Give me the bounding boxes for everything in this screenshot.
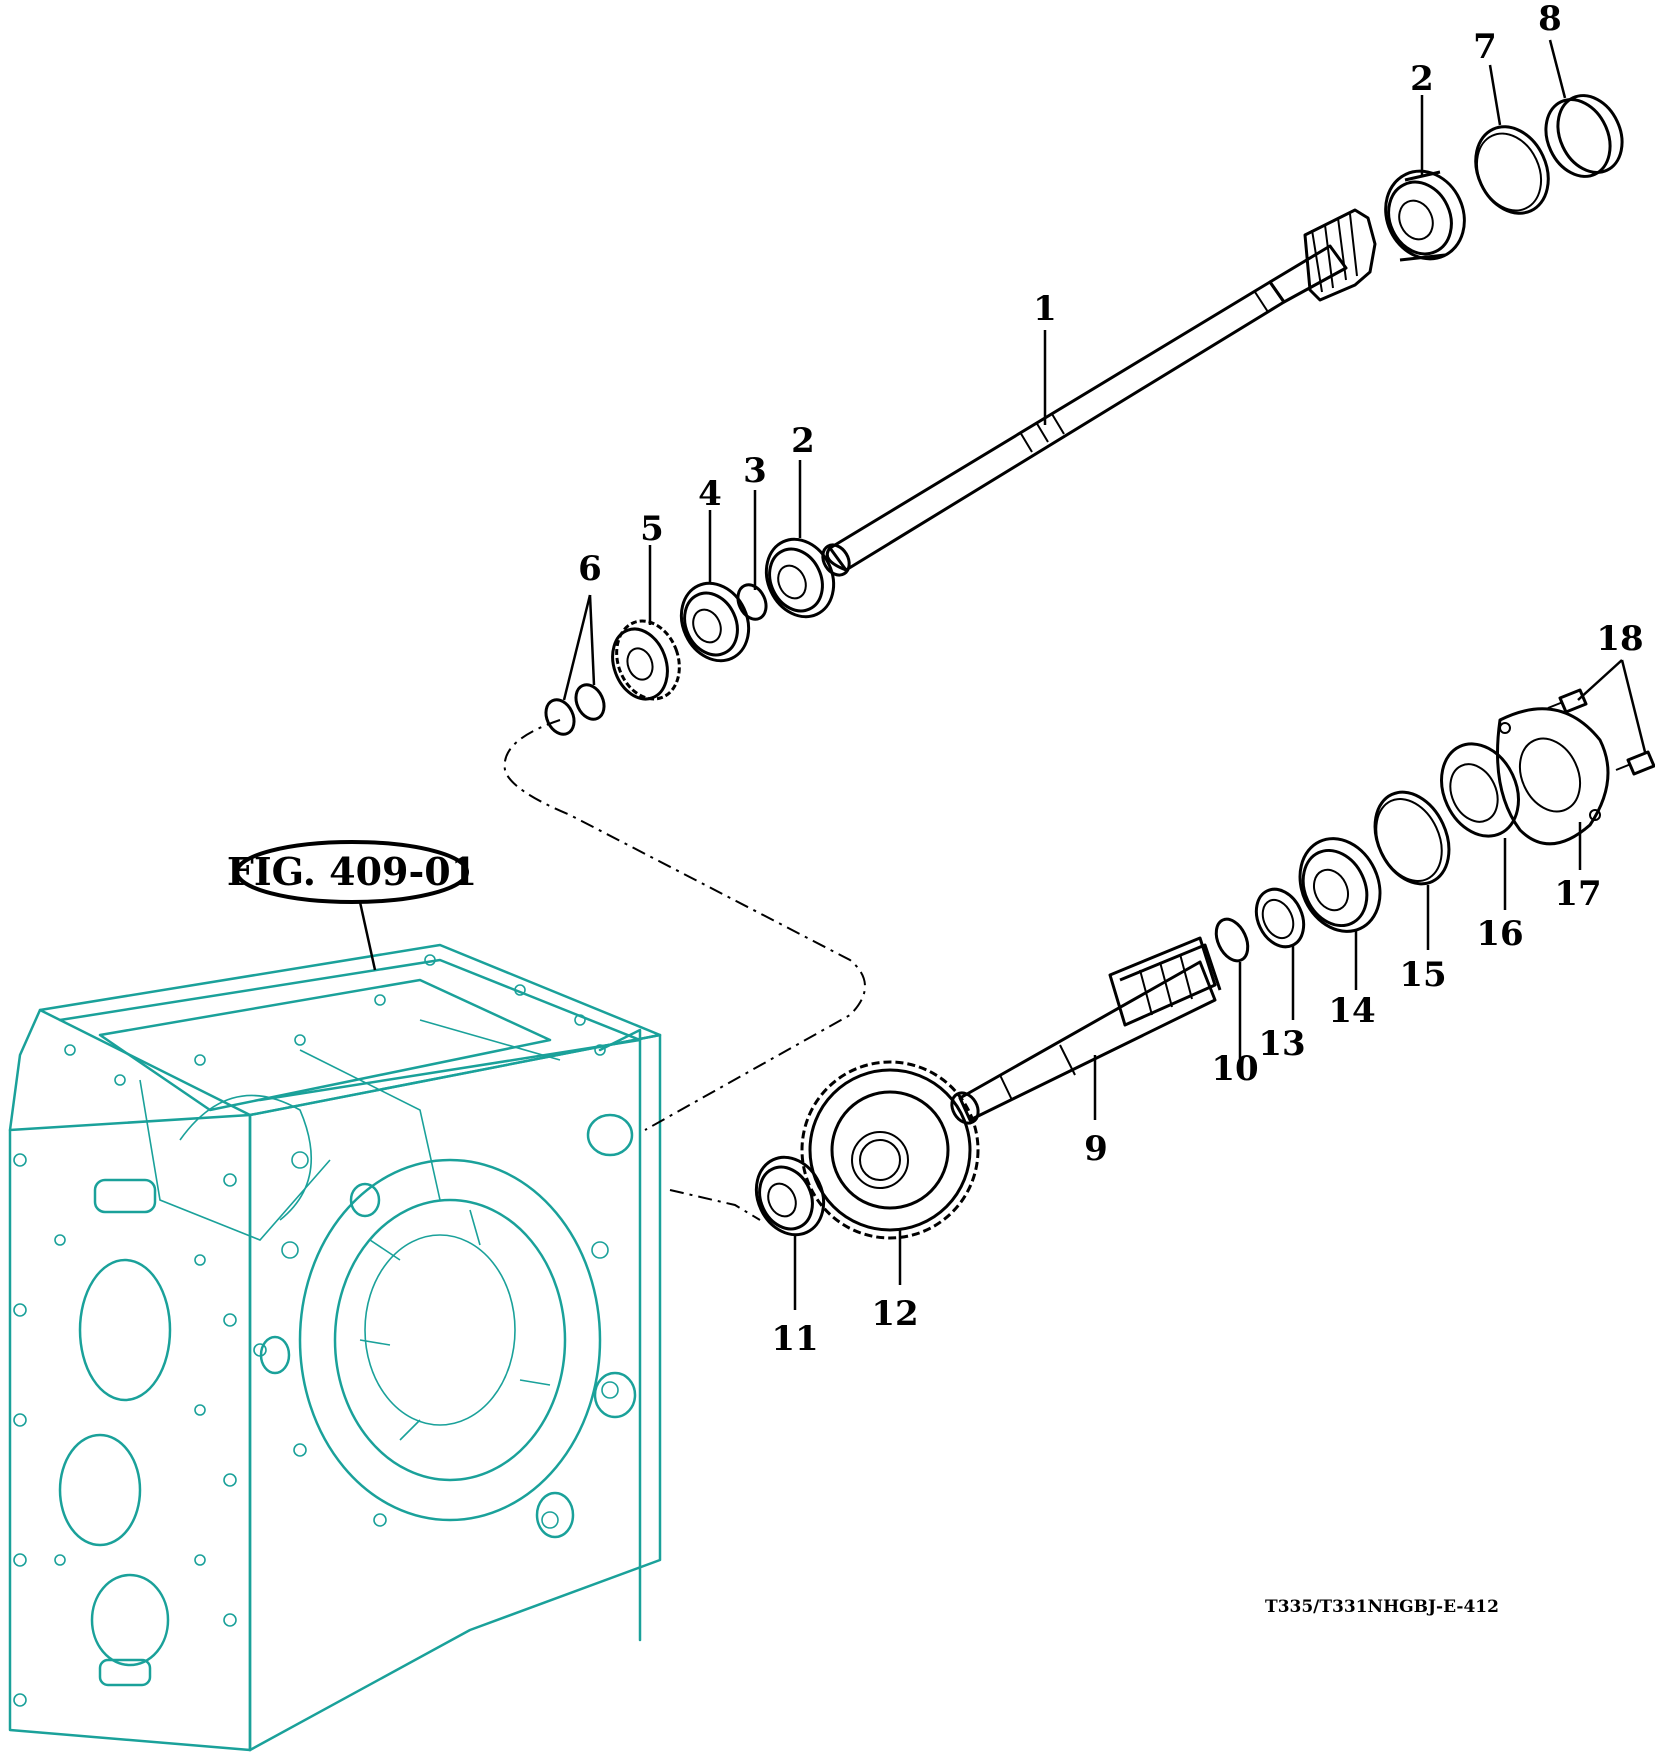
ring-10	[1214, 917, 1250, 963]
shaft-9	[950, 936, 1222, 1125]
bearing-14	[1298, 837, 1382, 933]
callout-9: 9	[1084, 1129, 1108, 1169]
cover-plate-17	[1496, 707, 1610, 846]
callout-8: 8	[1538, 0, 1562, 39]
assembly-path-upper	[503, 719, 866, 1131]
callout-3: 3	[743, 451, 767, 491]
callout-leaders	[562, 39, 1647, 1310]
shaft-pinion-gear	[1268, 208, 1377, 304]
seal-16	[1440, 742, 1520, 838]
callout-numbers: 1 2 2 3 4 5 6 7 8 9 10 11 12 13 14 15 16…	[578, 0, 1644, 1359]
callout-6: 6	[578, 549, 602, 589]
callout-1: 1	[1033, 289, 1057, 329]
upper-shaft-assembly	[544, 94, 1624, 736]
bearing-2-left	[764, 537, 836, 619]
snap-ring-15	[1373, 790, 1451, 886]
callout-15: 15	[1399, 955, 1446, 995]
bolts-18	[1547, 688, 1655, 776]
callout-16: 16	[1476, 914, 1523, 954]
lower-shaft-assembly	[754, 688, 1655, 1240]
assembly-path-lower	[669, 1189, 761, 1221]
snap-rings-6	[544, 683, 606, 736]
callout-14: 14	[1328, 991, 1375, 1031]
gear-12	[800, 1060, 980, 1240]
bearing-2-right	[1384, 169, 1466, 262]
callout-17: 17	[1554, 874, 1601, 914]
callout-2a: 2	[1410, 59, 1434, 99]
callout-5: 5	[640, 509, 664, 549]
callout-18: 18	[1596, 619, 1643, 659]
ring-3	[736, 583, 768, 621]
figure-reference-label: FIG. 409-01	[227, 849, 477, 894]
callout-4: 4	[698, 474, 722, 514]
bearing-11	[754, 1155, 826, 1237]
callout-2b: 2	[791, 421, 815, 461]
snap-ring-7	[1474, 125, 1550, 215]
drawing-code: T335/T331NHGBJ-E-412	[1265, 1597, 1499, 1617]
callout-11: 11	[771, 1319, 818, 1359]
callout-10: 10	[1211, 1049, 1258, 1089]
callout-7: 7	[1473, 27, 1497, 67]
callout-12: 12	[871, 1294, 918, 1334]
figure-reference-callout[interactable]: FIG. 409-01	[227, 840, 477, 971]
transmission-housing	[8, 943, 662, 1752]
gear-5	[611, 619, 681, 701]
callout-13: 13	[1258, 1024, 1305, 1064]
bearing-4	[679, 581, 751, 663]
ring-8	[1544, 94, 1624, 178]
